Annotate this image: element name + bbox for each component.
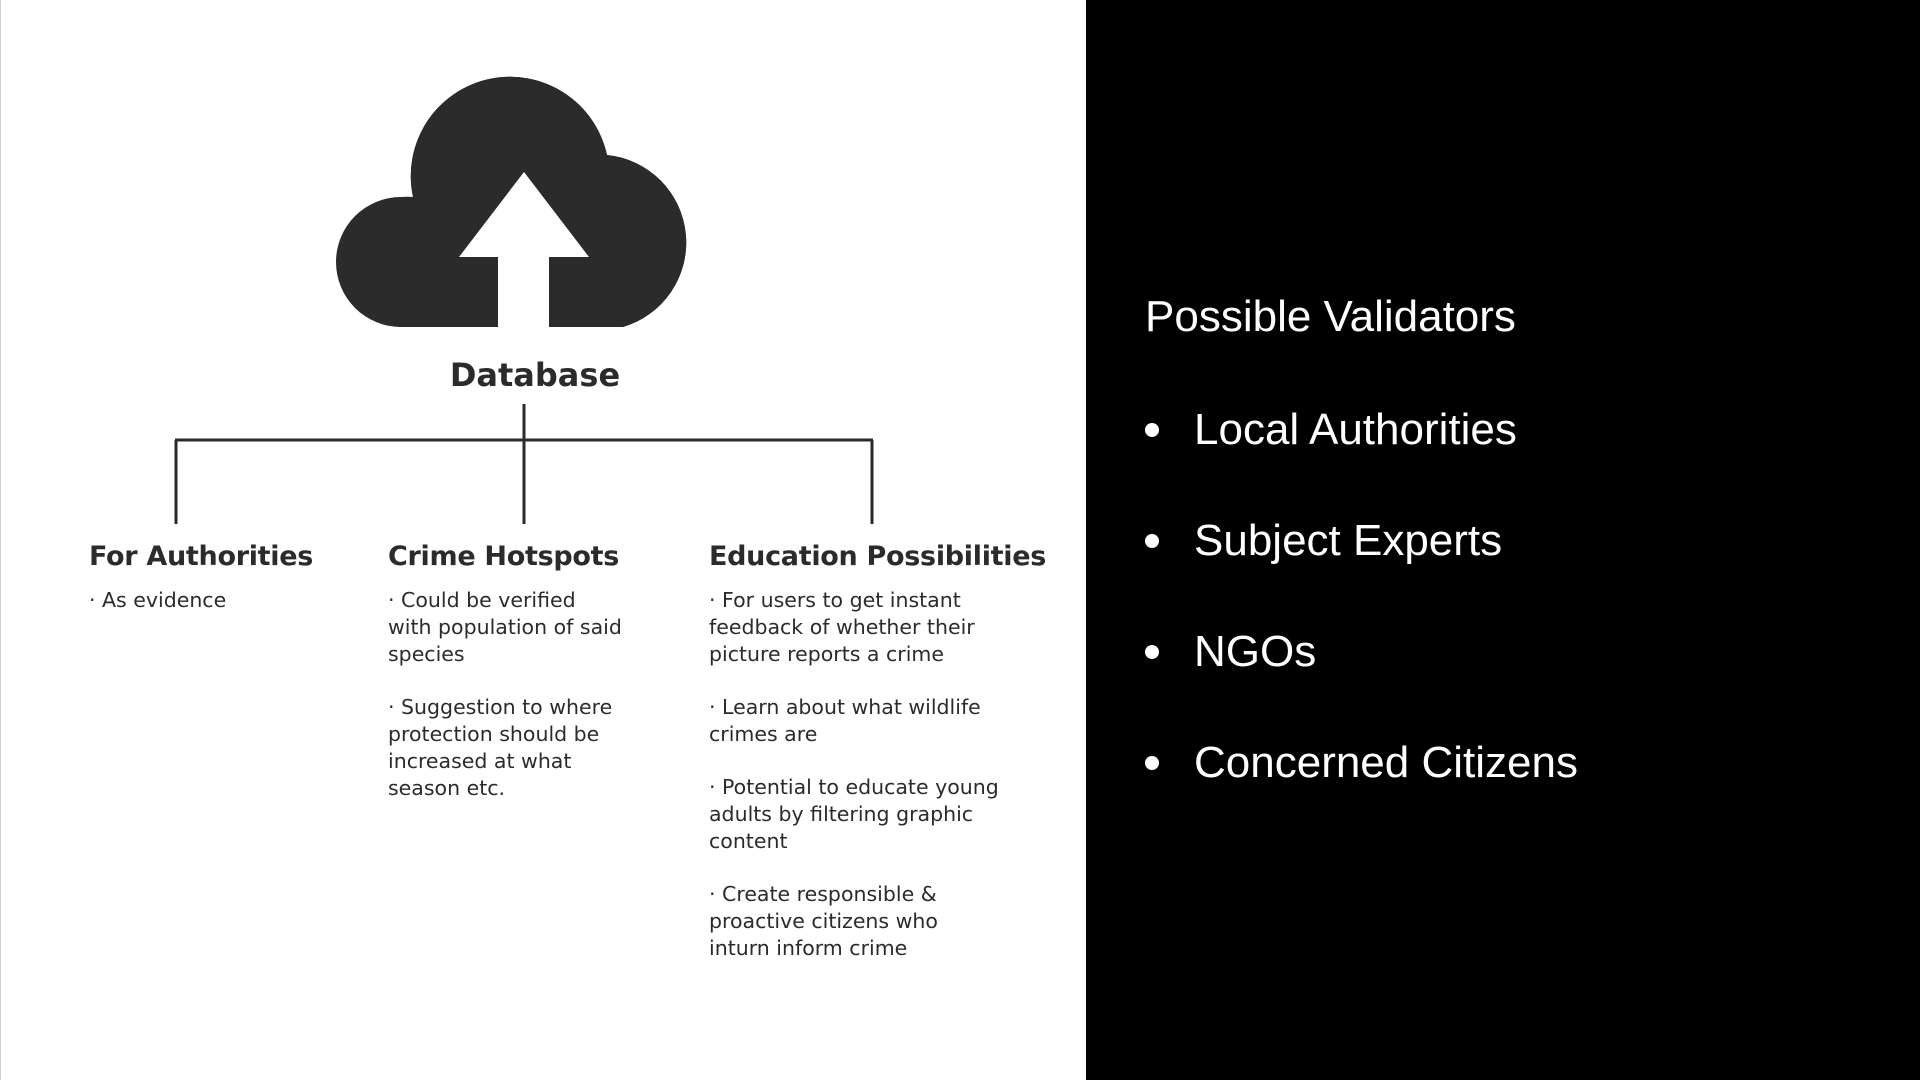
bullet-icon	[1145, 423, 1159, 437]
validators-panel	[1086, 0, 1920, 1080]
branch-item: · Could be verified with population of s…	[388, 588, 622, 666]
bullet-icon	[1145, 534, 1159, 548]
cloud-upload-icon	[336, 76, 687, 330]
branch-title: Education Possibilities	[709, 541, 1047, 572]
tree-connectors	[174, 404, 874, 524]
validator-label: Local Authorities	[1194, 405, 1517, 454]
validator-item: Concerned Citizens	[1145, 732, 1578, 843]
validator-item: Subject Experts	[1145, 510, 1578, 621]
branch-item: · Create responsible & proactive citizen…	[709, 882, 938, 960]
branch-for-authorities: For Authorities · As evidence	[89, 541, 339, 640]
branch-item: · Suggestion to where protection should …	[388, 695, 613, 800]
validator-label: NGOs	[1194, 627, 1317, 676]
validator-item: NGOs	[1145, 621, 1578, 732]
branch-title: For Authorities	[89, 541, 314, 572]
branch-item: · As evidence	[89, 588, 227, 612]
bullet-icon	[1145, 756, 1159, 770]
validators-list: Local Authorities Subject Experts NGOs C…	[1145, 399, 1578, 843]
database-title: Database	[449, 356, 621, 394]
validator-item: Local Authorities	[1145, 399, 1578, 510]
diagram-panel: Database For Authorities · As evidence C…	[0, 0, 1047, 1080]
upload-arrow	[459, 172, 589, 330]
branch-item: · Potential to educate young adults by f…	[709, 775, 999, 853]
branch-education-possibilities: Education Possibilities · For users to g…	[709, 541, 1047, 988]
validator-label: Subject Experts	[1194, 516, 1503, 565]
branch-title: Crime Hotspots	[388, 541, 620, 572]
validators-title: Possible Validators	[1145, 292, 1516, 341]
validator-label: Concerned Citizens	[1194, 738, 1578, 787]
branch-item: · Learn about what wildlife crimes are	[709, 695, 981, 746]
branch-crime-hotspots: Crime Hotspots · Could be verified with …	[388, 541, 658, 828]
bullet-icon	[1145, 645, 1159, 659]
branch-item: · For users to get instant feedback of w…	[709, 588, 975, 666]
